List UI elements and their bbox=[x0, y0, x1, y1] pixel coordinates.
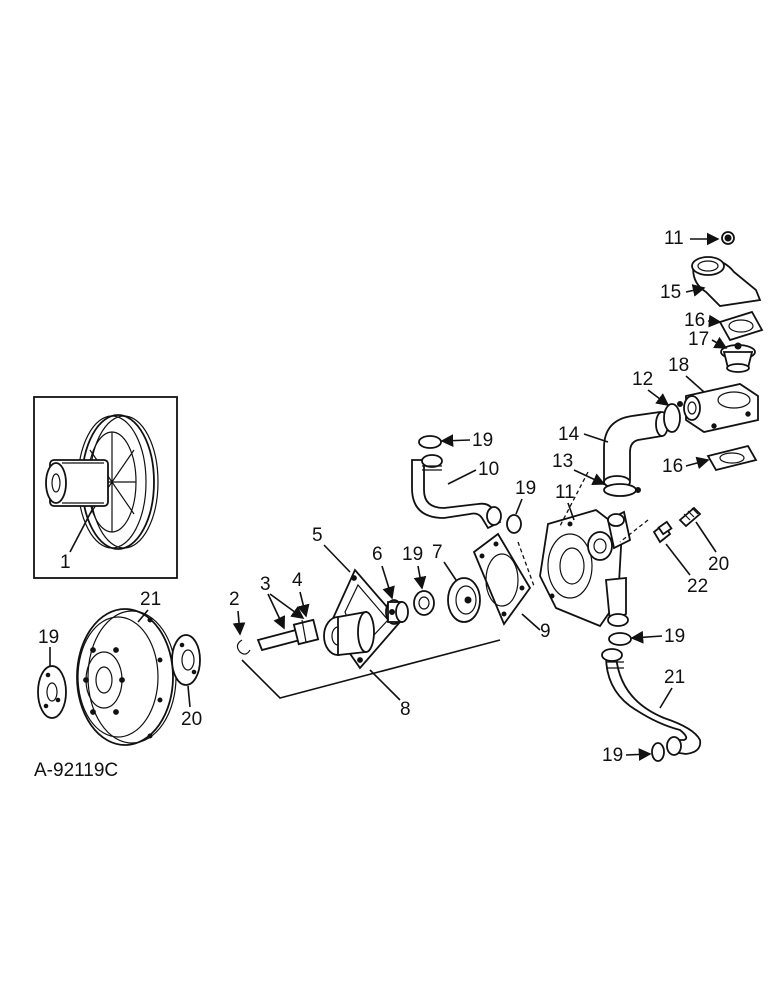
bearing-23-drawing bbox=[413, 590, 435, 616]
callout-12: 11 bbox=[664, 228, 684, 249]
callout-17: 17 bbox=[688, 329, 709, 350]
clip-2-drawing bbox=[236, 639, 251, 655]
callout-11: 11 bbox=[555, 482, 575, 503]
callout-18: 18 bbox=[668, 355, 689, 376]
callout-4: 4 bbox=[292, 570, 303, 591]
callout-26: 21 bbox=[140, 589, 161, 610]
callout-9: 9 bbox=[540, 621, 551, 642]
dashed-alignment-lines bbox=[517, 471, 649, 587]
inset-box: 1 bbox=[33, 396, 178, 579]
thermostat-drawing bbox=[720, 342, 756, 373]
callout-19-c: 19 bbox=[664, 626, 685, 647]
gasket-16-lower bbox=[706, 444, 758, 472]
callout-19-b: 19 bbox=[515, 478, 536, 499]
pump-body-drawing bbox=[539, 509, 632, 628]
fitting-22-drawing bbox=[652, 520, 673, 544]
gasket-16-upper bbox=[718, 310, 764, 342]
callout-16-b: 16 bbox=[662, 456, 683, 477]
impeller-drawing bbox=[447, 577, 481, 623]
o-ring-19-lower-hose bbox=[608, 632, 632, 646]
o-ring-19-bottom bbox=[651, 742, 665, 762]
pulley-assembly-drawing bbox=[45, 414, 159, 550]
hose-21-drawing bbox=[601, 648, 702, 756]
plug-20-drawing bbox=[678, 506, 702, 528]
callout-1: 1 bbox=[60, 552, 71, 573]
callout-19-a: 19 bbox=[472, 430, 493, 451]
assembly-8-bracket bbox=[241, 639, 501, 699]
callout-6: 6 bbox=[372, 544, 383, 565]
callout-13-a: 12 bbox=[632, 369, 653, 390]
callout-21: 21 bbox=[664, 667, 685, 688]
elbow-hose-drawing bbox=[603, 410, 669, 489]
callout-8: 8 bbox=[400, 699, 411, 720]
washer-24-drawing bbox=[37, 665, 67, 719]
callout-10: 10 bbox=[478, 459, 499, 480]
callout-19-d: 19 bbox=[602, 745, 623, 766]
clamp-13-lower bbox=[603, 483, 641, 497]
outlet-elbow-15-drawing bbox=[691, 256, 762, 307]
shaft-drawing bbox=[256, 618, 320, 652]
callout-3: 3 bbox=[260, 574, 271, 595]
o-ring-19-upper-hose bbox=[418, 435, 442, 449]
callout-15: 15 bbox=[660, 282, 681, 303]
callout-25: 20 bbox=[181, 709, 202, 730]
o-ring-19-hose-end bbox=[506, 514, 522, 534]
gasket-drawing bbox=[472, 532, 532, 626]
housing-plate-drawing bbox=[323, 568, 402, 670]
callout-22: 22 bbox=[687, 576, 708, 597]
callout-14: 14 bbox=[558, 424, 580, 445]
callout-13-b: 13 bbox=[552, 451, 573, 472]
callout-20: 20 bbox=[708, 554, 729, 575]
clamp-13-upper bbox=[663, 401, 683, 433]
thermostat-housing-drawing bbox=[683, 383, 759, 433]
callout-5: 5 bbox=[312, 525, 323, 546]
hose-10-drawing bbox=[411, 454, 502, 530]
seal-6-drawing bbox=[385, 599, 409, 625]
callout-2: 2 bbox=[229, 589, 240, 610]
callout-16-a: 16 bbox=[684, 310, 705, 331]
callout-24: 19 bbox=[38, 627, 59, 648]
hub-25-drawing bbox=[171, 634, 201, 686]
plug-12-drawing bbox=[721, 231, 735, 245]
callout-23: 19 bbox=[402, 544, 423, 565]
crank-pulley-drawing bbox=[76, 608, 177, 746]
callout-7: 7 bbox=[432, 542, 443, 563]
reference-number: A-92119C bbox=[34, 760, 118, 781]
